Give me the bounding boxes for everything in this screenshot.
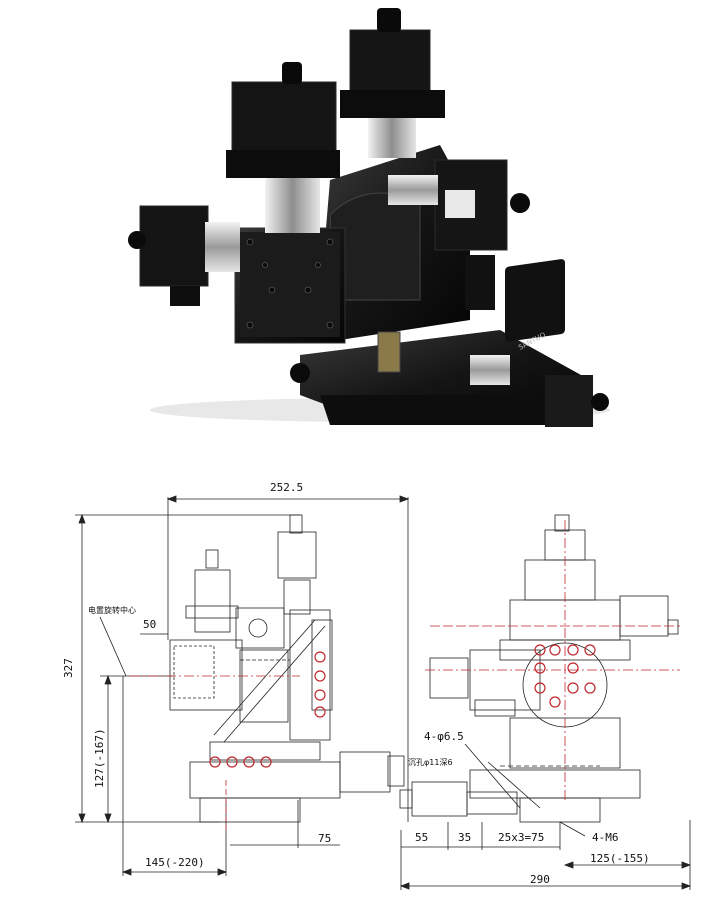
dim-right-label: 75: [318, 832, 331, 845]
dim-pitch-label: 25x3=75: [498, 831, 544, 844]
rotation-center-note: 电置旋转中心: [88, 605, 136, 615]
dim-center-height-label: 127(-167): [93, 728, 106, 788]
dim-offset-label: 50: [143, 618, 156, 631]
dim-total-label: 290: [530, 873, 550, 886]
drawing-front-view: [75, 495, 410, 876]
dim-offset-right-label: 125(-155): [590, 852, 650, 865]
dim-width-label: 252.5: [270, 481, 303, 494]
holes-label: 4-φ6.5: [424, 730, 464, 743]
product-photo: SANTUO: [128, 8, 610, 427]
thread-label: 4-M6: [592, 831, 619, 844]
counterbore-label: 沉孔φ11深6: [408, 758, 453, 767]
drawing-side-view: [399, 514, 692, 890]
dim-height-label: 327: [62, 658, 75, 678]
dim-55-label: 55: [415, 831, 428, 844]
dim-35-label: 35: [458, 831, 471, 844]
dim-bottom-label: 145(-220): [145, 856, 205, 869]
